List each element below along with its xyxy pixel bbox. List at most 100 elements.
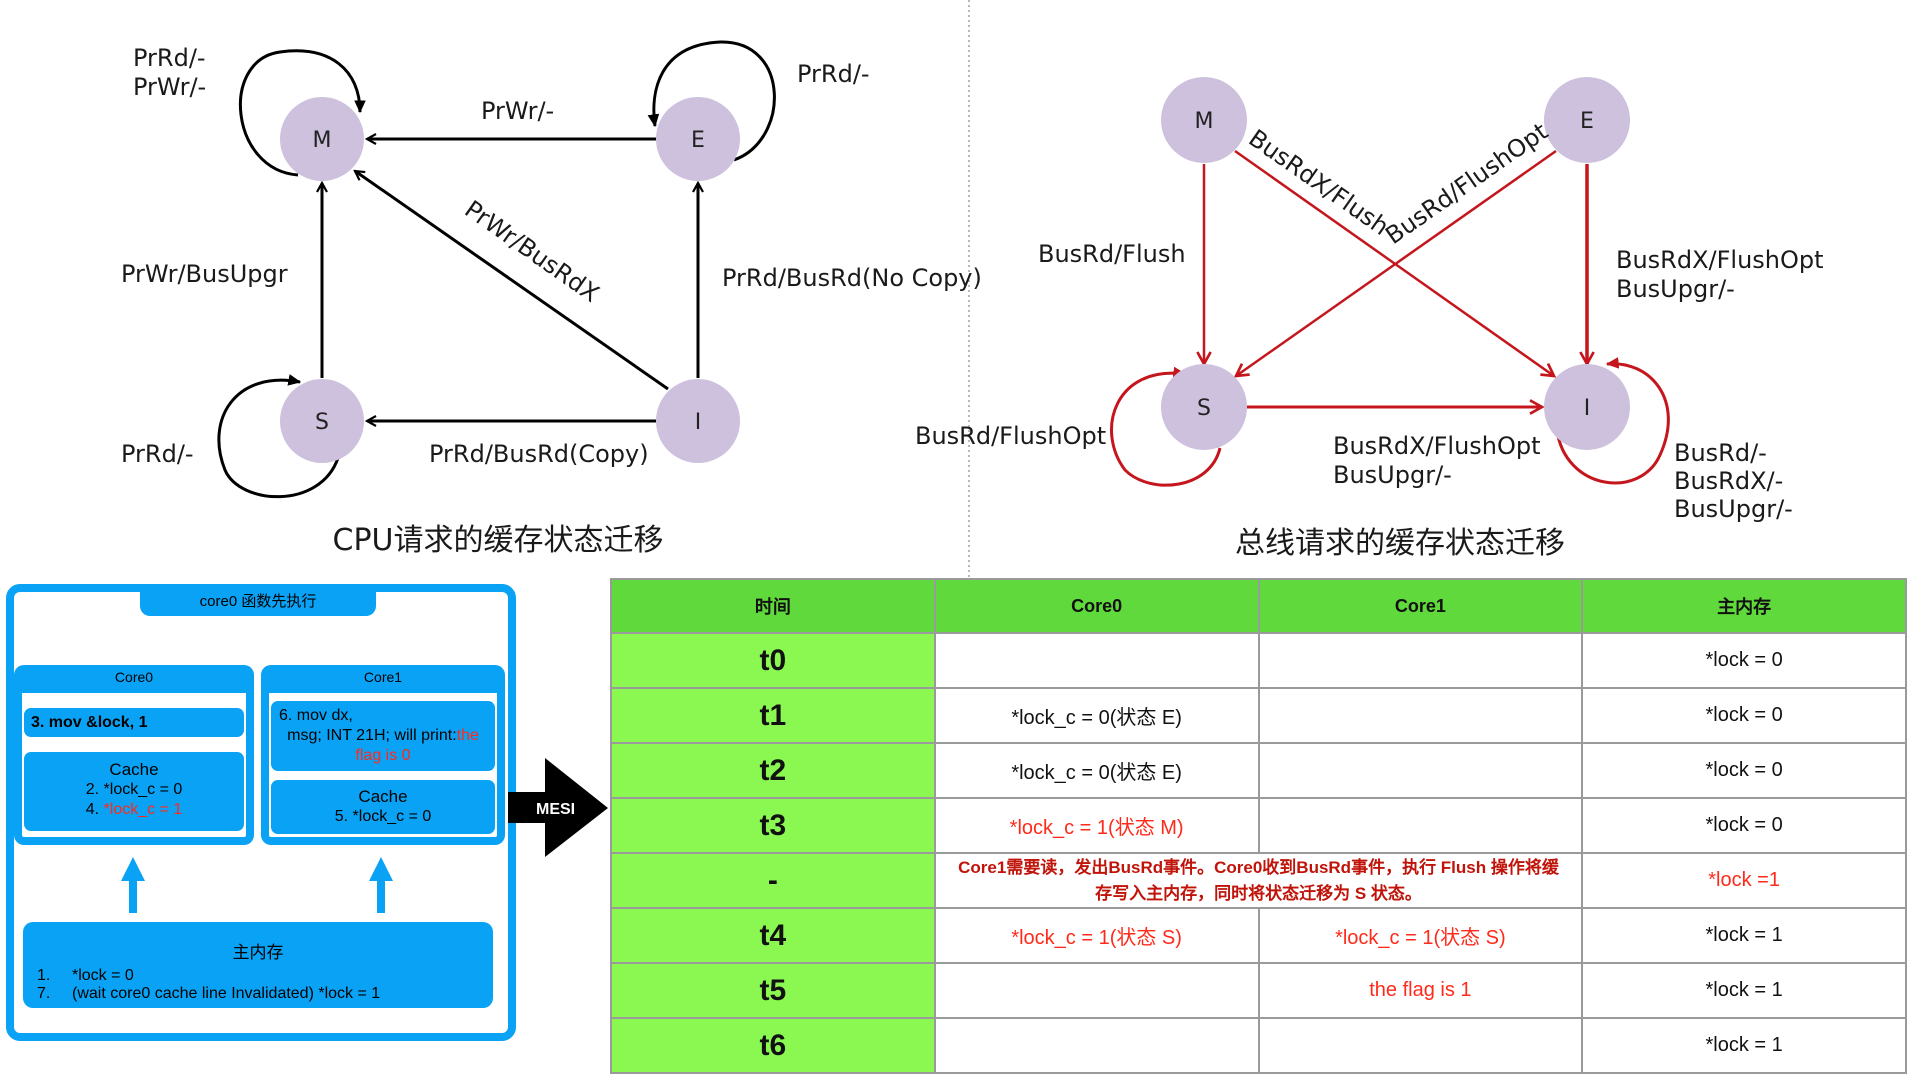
memory-cell: *lock = 0 xyxy=(1581,632,1907,689)
cache-line: 2. *lock_c = 0 xyxy=(85,781,183,798)
bus-diagram-title: 总线请求的缓存状态迁移 xyxy=(1235,526,1565,561)
edge-label-s-self: BusRd/FlushOpt xyxy=(915,422,1106,450)
line-number: 7. xyxy=(37,985,51,1002)
cpu-state-diagram: M E S I PrRd/- PrWr/- PrRd/- PrWr/- PrWr… xyxy=(121,40,982,558)
edge-label-m-self: PrRd/- xyxy=(133,44,206,72)
edge-label-m-self-2: PrWr/- xyxy=(133,73,206,101)
table-row: t0 *lock = 0 xyxy=(610,632,1907,689)
edge-label-e-to-i-2: BusUpgr/- xyxy=(1616,275,1735,303)
cpu-node-i: I xyxy=(656,379,740,463)
cpu-diagram-title: CPU请求的缓存状态迁移 xyxy=(333,523,664,558)
header-core0: Core0 xyxy=(933,578,1260,634)
core1-instruction: 6. mov dx, msg; INT 21H; will print:the … xyxy=(271,701,495,771)
core1-cell xyxy=(1257,797,1584,854)
time-cell: t5 xyxy=(610,962,936,1019)
table-row: t1 *lock_c = 0(状态 E) *lock = 0 xyxy=(610,687,1907,744)
arrow-up-icon xyxy=(369,857,393,913)
cache-line: 5. *lock_c = 0 xyxy=(334,808,432,825)
edge-label-s-to-i-1: BusRdX/FlushOpt xyxy=(1333,432,1541,460)
edge-label-e-to-m: PrWr/- xyxy=(481,97,554,125)
edge-label-e-self: PrRd/- xyxy=(797,60,870,88)
core0-cell: *lock_c = 0(状态 E) xyxy=(933,742,1260,799)
core0-label: Core0 xyxy=(114,669,154,685)
state-label: S xyxy=(1197,396,1211,421)
self-loop-m xyxy=(238,49,366,177)
self-loop-e xyxy=(647,40,776,162)
memory-cell: *lock =1 xyxy=(1581,852,1907,909)
core1-cell: the flag is 1 xyxy=(1257,962,1584,1019)
state-label: E xyxy=(1580,109,1594,134)
edge-label-s-self: PrRd/- xyxy=(121,440,194,468)
instruction-line: 6. mov dx, xyxy=(279,707,353,724)
cache-line-prefix: 4. xyxy=(85,801,104,818)
table-row: t3 *lock_c = 1(状态 M) *lock = 0 xyxy=(610,797,1907,854)
state-diagrams: M E S I PrRd/- PrWr/- PrRd/- PrWr/- PrWr… xyxy=(121,0,1824,578)
cache-line-red: *lock_c = 1 xyxy=(103,801,183,818)
core1-cell xyxy=(1257,632,1584,689)
time-cell: t4 xyxy=(610,907,936,964)
time-cell: - xyxy=(610,852,936,909)
memory-cell: *lock = 0 xyxy=(1581,742,1907,799)
core0-cell: *lock_c = 0(状态 E) xyxy=(933,687,1260,744)
edge-e-to-s xyxy=(1236,149,1557,376)
instruction-red: the xyxy=(456,727,479,744)
core0-cache: Cache 2. *lock_c = 0 4. *lock_c = 1 xyxy=(24,752,244,831)
memory-title: 主内存 xyxy=(232,943,284,962)
note-line: Core1需要读，发出BusRd事件。Core0收到BusRd事件，执行 Flu… xyxy=(958,857,1559,877)
time-cell: t3 xyxy=(610,797,936,854)
table-header-row: 时间 Core0 Core1 主内存 xyxy=(610,578,1907,634)
execution-title: core0 函数先执行 xyxy=(140,588,376,616)
bus-state-diagram: M E S I BusRd/Flush BusRdX/Flush BusRd/F… xyxy=(915,77,1824,561)
table-row: - Core1需要读，发出BusRd事件。Core0收到BusRd事件，执行 F… xyxy=(610,852,1907,909)
cache-title: Cache xyxy=(358,787,408,806)
core1-cache: Cache 5. *lock_c = 0 xyxy=(271,780,495,834)
core0-cell xyxy=(933,962,1260,1019)
edge-label-i-self-1: BusRd/- xyxy=(1674,439,1767,467)
arrow-up-icon xyxy=(121,857,145,913)
mesi-arrow-icon: MESI xyxy=(508,758,608,857)
bus-node-e: E xyxy=(1544,77,1630,163)
memory-line: 7.(wait core0 cache line Invalidated) *l… xyxy=(23,985,493,1003)
core1-label: Core1 xyxy=(363,669,403,685)
edge-label-m-to-s: BusRd/Flush xyxy=(1038,240,1186,268)
cpu-node-m: M xyxy=(280,97,364,181)
core0-cell: *lock_c = 1(状态 M) xyxy=(933,797,1260,854)
state-label: S xyxy=(315,410,329,435)
time-cell: t6 xyxy=(610,1017,936,1074)
time-cell: t0 xyxy=(610,632,936,689)
edge-label-i-to-e: PrRd/BusRd(No Copy) xyxy=(722,264,982,292)
header-core1: Core1 xyxy=(1257,578,1584,634)
state-label: M xyxy=(313,128,332,153)
instruction-line: msg; INT 21H; will print: xyxy=(287,727,457,744)
core1-cell xyxy=(1257,687,1584,744)
core1-cell xyxy=(1257,1017,1584,1074)
header-memory: 主内存 xyxy=(1581,578,1907,634)
table-row: t5 the flag is 1 *lock = 1 xyxy=(610,962,1907,1019)
memory-line: 1. *lock = 0 xyxy=(23,967,493,985)
core0-cell xyxy=(933,632,1260,689)
header-time: 时间 xyxy=(610,578,936,634)
core1-cell xyxy=(1257,742,1584,799)
self-loop-s xyxy=(1110,366,1222,487)
table-row: t2 *lock_c = 0(状态 E) *lock = 0 xyxy=(610,742,1907,799)
bus-node-s: S xyxy=(1161,364,1247,450)
cache-title: Cache xyxy=(109,760,159,779)
core1-cell: *lock_c = 1(状态 S) xyxy=(1257,907,1584,964)
table-row: t6 *lock = 1 xyxy=(610,1017,1907,1074)
edge-label-s-to-m: PrWr/BusUpgr xyxy=(121,260,288,288)
line-text: *lock = 0 xyxy=(72,967,134,984)
time-cell: t1 xyxy=(610,687,936,744)
state-label: I xyxy=(1584,396,1591,421)
edge-label-i-self-3: BusUpgr/- xyxy=(1674,495,1793,523)
edge-label-i-self-2: BusRdX/- xyxy=(1674,467,1783,495)
edge-label-m-to-i: BusRdX/Flush xyxy=(1244,124,1394,241)
mesi-label: MESI xyxy=(536,801,575,818)
memory-cell: *lock = 1 xyxy=(1581,962,1907,1019)
line-number: 1. xyxy=(37,967,51,984)
memory-cell: *lock = 0 xyxy=(1581,797,1907,854)
self-loop-s xyxy=(217,374,340,499)
core0-cell xyxy=(933,1017,1260,1074)
memory-cell: *lock = 0 xyxy=(1581,687,1907,744)
main-memory-box: 主内存 1. *lock = 0 7.(wait core0 cache line… xyxy=(23,922,493,1008)
core0-cell: *lock_c = 1(状态 S) xyxy=(933,907,1260,964)
